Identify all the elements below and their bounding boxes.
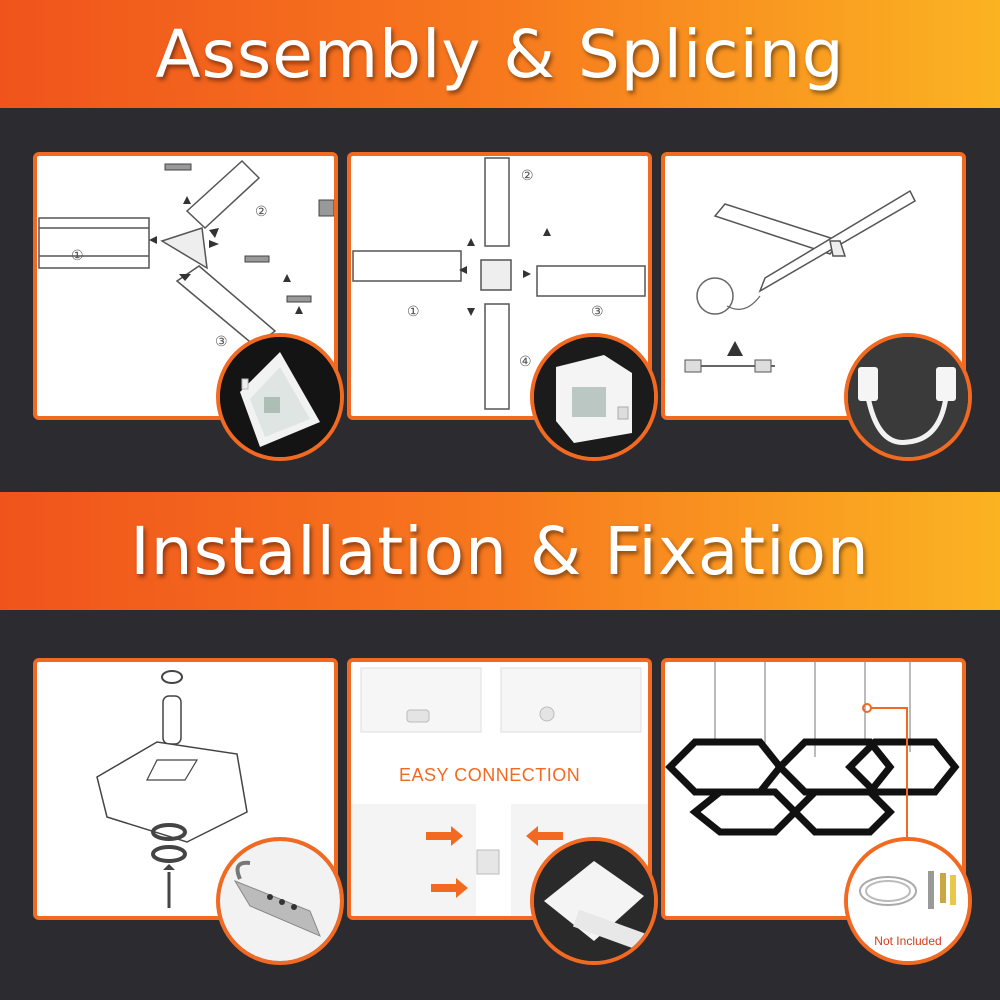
suspension-kit-photo: Not Included [844,837,972,965]
assembly-title: Assembly & Splicing [155,15,845,93]
label-two-b: ② [521,168,534,184]
installation-banner: Installation & Fixation [0,492,1000,610]
panel-easy-connection: EASY CONNECTION [347,658,652,920]
square-assembly-diagram: ② ① ③ ④ [352,157,646,410]
label-three-b: ③ [591,304,604,320]
cable-assembly-diagram [684,189,916,373]
triangle-connector-photo [216,333,344,461]
assembly-banner: Assembly & Splicing [0,0,1000,108]
installation-title: Installation & Fixation [130,512,870,590]
connected-corner-photo [530,837,658,965]
panel-triangle-assembly: ① ② ③ [33,152,338,420]
bracket-install-diagram [96,670,248,908]
hexagon-suspension-diagram [665,662,960,862]
triangle-assembly-diagram: ① ② ③ [38,159,334,350]
panel-hexagon-suspension [661,658,966,920]
not-included-label: Not Included [874,934,942,948]
easy-connection-label: EASY CONNECTION [399,765,581,785]
label-one-b: ① [407,304,420,320]
cable-connector-photo [844,333,972,461]
label-two: ② [255,204,268,220]
square-connector-photo [530,333,658,461]
mounting-clip-photo [216,837,344,965]
label-one: ① [71,248,84,264]
label-four: ④ [519,354,532,370]
